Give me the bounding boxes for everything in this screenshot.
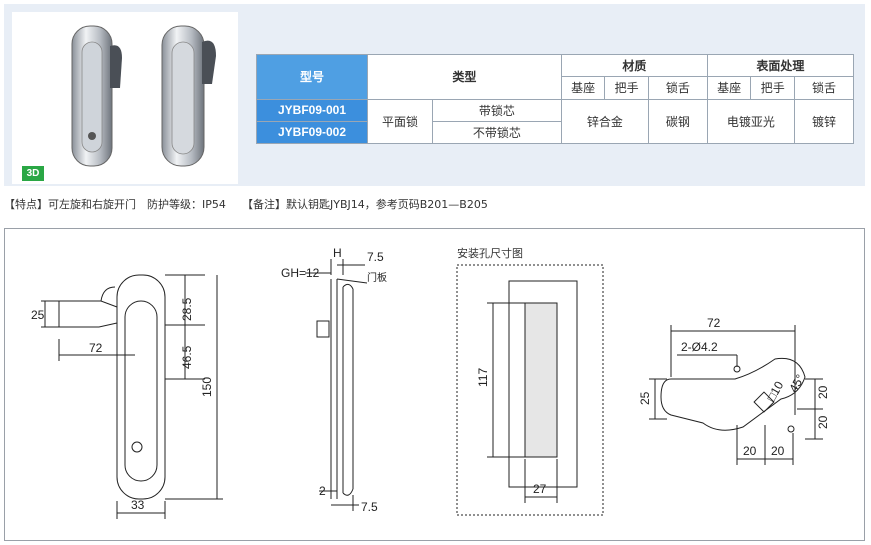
front-tongue-hook xyxy=(100,286,116,302)
cutout-title: 安装孔尺寸图 xyxy=(457,246,523,260)
surface-base-handle-cell: 电镀亚光 xyxy=(706,98,796,144)
dim-side-7-5-bottom: 7.5 xyxy=(361,500,378,514)
dim-front-72: 72 xyxy=(89,341,103,355)
sub-material-base: 基座 xyxy=(560,76,606,100)
technical-drawing: 25 72 28.5 46.5 150 33 H 7.5 GH=12 门板 2 … xyxy=(4,228,865,541)
model-cell: JYBF09-001 xyxy=(256,98,368,122)
side-body-lines xyxy=(330,279,354,499)
front-handle-outline xyxy=(124,300,158,482)
header-type: 类型 xyxy=(367,54,562,100)
lock-core-cell: 带锁芯 xyxy=(432,98,562,122)
material-base-handle-cell: 锌合金 xyxy=(560,98,649,144)
tongue-outline xyxy=(660,357,806,431)
model-cell: JYBF09-002 xyxy=(256,120,368,145)
remark-note: 【备注】默认钥匙JYBJ14，参考页码B201—B205 xyxy=(242,198,488,211)
dim-tongue-20-d: 20 xyxy=(771,444,785,458)
dim-tongue-25: 25 xyxy=(638,391,652,405)
dim-front-46-5: 46.5 xyxy=(180,345,194,369)
dim-side-gh: GH=12 xyxy=(281,266,320,280)
dim-cutout-117: 117 xyxy=(476,368,490,387)
type-value-cell: 平面锁 xyxy=(367,98,433,144)
dim-side-h: H xyxy=(333,246,342,260)
product-info-panel: 3D 型号 类型 材质 表面处理 基座 把手 锁舌 基座 把手 锁舌 JYBF0… xyxy=(4,4,865,186)
sub-surface-tongue: 锁舌 xyxy=(794,76,854,100)
dim-cutout-27: 27 xyxy=(533,482,547,496)
lock-core-cell: 不带锁芯 xyxy=(432,120,562,145)
sub-surface-base: 基座 xyxy=(706,76,752,100)
front-body-outline xyxy=(116,274,166,500)
dim-tongue-20-a: 20 xyxy=(816,385,830,399)
dim-tongue-square: □10 xyxy=(764,379,787,404)
surface-tongue-cell: 镀锌 xyxy=(794,98,854,144)
cutout-inner xyxy=(524,302,558,458)
tongue-square-hole xyxy=(753,391,775,413)
dim-front-33: 33 xyxy=(131,498,145,512)
tongue-hole-2 xyxy=(787,425,795,433)
sub-surface-handle: 把手 xyxy=(750,76,795,100)
header-model: 型号 xyxy=(256,54,368,100)
cutout-frame xyxy=(456,264,604,516)
dim-tongue-hole: 2-Ø4.2 xyxy=(681,340,718,354)
front-tongue-outline xyxy=(58,300,118,328)
dim-tongue-20-c: 20 xyxy=(743,444,757,458)
side-lock-core xyxy=(316,320,330,338)
dim-front-28-5: 28.5 xyxy=(180,297,194,321)
dim-tongue-20-b: 20 xyxy=(816,415,830,429)
label-door-panel: 门板 xyxy=(367,271,387,284)
header-surface: 表面处理 xyxy=(706,53,855,78)
front-keyhole xyxy=(131,441,143,453)
dim-front-150: 150 xyxy=(200,377,214,397)
product-photo: 3D xyxy=(12,12,238,184)
drawing-canvas: 25 72 28.5 46.5 150 33 H 7.5 GH=12 门板 2 … xyxy=(31,246,830,519)
dim-front-25: 25 xyxy=(31,308,45,322)
cutout-outer xyxy=(508,280,578,488)
dim-side-7-5-top: 7.5 xyxy=(367,250,384,264)
3d-badge[interactable]: 3D xyxy=(22,166,44,181)
dim-tongue-72: 72 xyxy=(707,316,721,330)
spec-table: 型号 类型 材质 表面处理 基座 把手 锁舌 基座 把手 锁舌 JYBF09-0… xyxy=(256,53,855,145)
sub-material-tongue: 锁舌 xyxy=(647,76,708,100)
lock-product-image xyxy=(71,25,216,167)
dim-side-2: 2 xyxy=(319,484,326,498)
feature-note: 【特点】可左旋和右旋开门 防护等级：IP54 xyxy=(4,198,226,211)
header-material: 材质 xyxy=(560,53,708,78)
sub-material-handle: 把手 xyxy=(604,76,649,100)
material-tongue-cell: 碳钢 xyxy=(647,98,708,144)
